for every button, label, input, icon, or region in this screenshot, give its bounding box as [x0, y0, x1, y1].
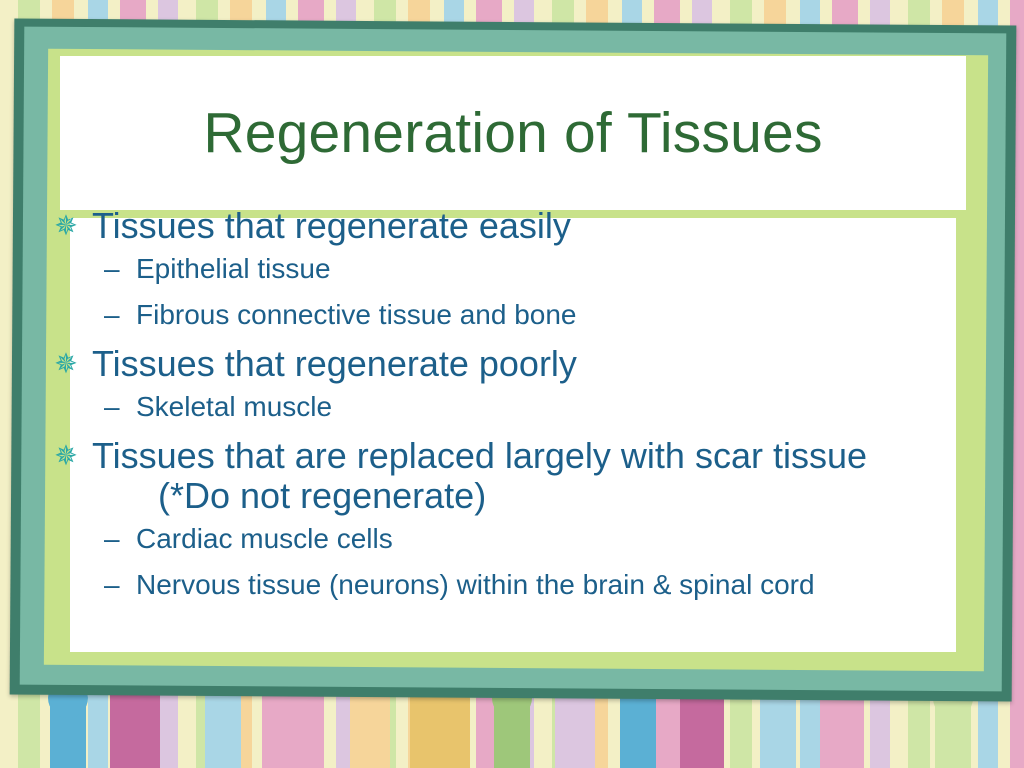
- pillar: [680, 688, 724, 768]
- sub-bullet-item: – Fibrous connective tissue and bone: [54, 298, 994, 332]
- bullet-text: Tissues that regenerate easily: [92, 205, 571, 246]
- bullet-text: Tissues that regenerate poorly: [92, 343, 577, 384]
- pillar: [350, 688, 390, 768]
- pillar: [620, 688, 656, 768]
- body-card: [70, 218, 956, 652]
- bullet-text-continuation: (*Do not regenerate): [158, 475, 487, 516]
- title-card: Regeneration of Tissues: [60, 56, 966, 210]
- sub-bullet-item: – Skeletal muscle: [54, 390, 994, 424]
- pillar: [410, 688, 470, 768]
- dash-bullet: –: [104, 299, 120, 330]
- pillar: [492, 678, 532, 768]
- dash-bullet: –: [104, 391, 120, 422]
- dash-bullet: –: [104, 253, 120, 284]
- pillar: [48, 678, 88, 768]
- sub-bullet-item: – Cardiac muscle cells: [54, 522, 994, 556]
- slide-content: ✵ Tissues that regenerate easily – Epith…: [54, 206, 994, 614]
- star-bullet-icon: ✵: [54, 210, 78, 241]
- sub-bullet-text: Cardiac muscle cells: [136, 523, 393, 554]
- slide-title: Regeneration of Tissues: [203, 101, 823, 165]
- star-bullet-icon: ✵: [54, 440, 78, 471]
- sub-bullet-text: Epithelial tissue: [136, 253, 331, 284]
- pillar: [820, 688, 864, 768]
- dash-bullet: –: [104, 523, 120, 554]
- bullet-text: Tissues that are replaced largely with s…: [92, 435, 868, 476]
- sub-bullet-item: – Epithelial tissue: [54, 252, 994, 286]
- sub-bullet-text: Fibrous connective tissue and bone: [136, 299, 577, 330]
- pillar: [760, 688, 796, 768]
- dash-bullet: –: [104, 569, 120, 600]
- bullet-item: ✵ Tissues that regenerate easily: [54, 206, 994, 246]
- sub-bullet-item: – Nervous tissue (neurons) within the br…: [54, 568, 994, 602]
- bullet-item: ✵ Tissues that regenerate poorly: [54, 344, 994, 384]
- sub-bullet-text: Skeletal muscle: [136, 391, 333, 422]
- sub-bullet-text: Nervous tissue (neurons) within the brai…: [136, 569, 815, 600]
- pillar: [262, 688, 312, 768]
- pillar: [555, 688, 595, 768]
- pillar: [205, 688, 241, 768]
- star-bullet-icon: ✵: [54, 348, 78, 379]
- bullet-item: ✵ Tissues that are replaced largely with…: [54, 436, 994, 516]
- pillar: [110, 688, 160, 768]
